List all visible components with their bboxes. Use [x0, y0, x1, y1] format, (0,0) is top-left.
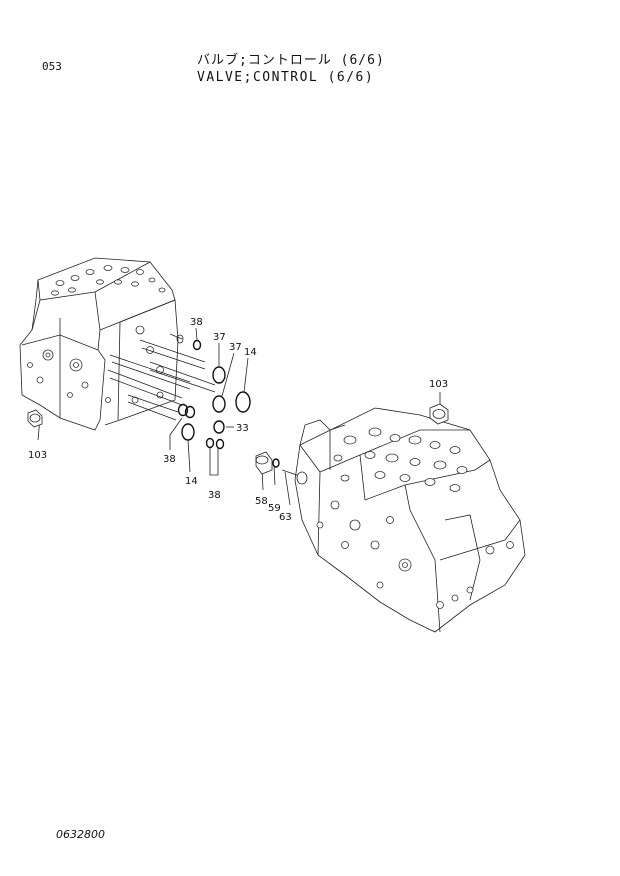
right-valve-block: [294, 407, 526, 633]
spool-rods: [107, 333, 216, 421]
bolt-103-left: [27, 409, 43, 428]
leader-lines: [37, 327, 441, 506]
label-38-bottom: 38: [208, 490, 221, 501]
label-14-top: 14: [244, 347, 257, 358]
label-58: 58: [255, 496, 268, 507]
label-37-a: 37: [213, 332, 226, 343]
title-english: VALVE;CONTROL (6/6): [197, 70, 375, 85]
title-japanese: バルブ;コントロール (6/6): [197, 53, 385, 68]
seals-and-orings: [177, 339, 251, 450]
label-14-bottom: 14: [185, 476, 198, 487]
plug-58: [255, 451, 273, 475]
label-37-b: 37: [229, 342, 242, 353]
label-33: 33: [236, 423, 249, 434]
label-103-right: 103: [429, 379, 448, 390]
label-59: 59: [268, 503, 281, 514]
label-38-left: 38: [163, 454, 176, 465]
part-63: [281, 469, 308, 485]
drawing-code: 0632800: [56, 828, 105, 841]
label-103-left: 103: [28, 450, 47, 461]
left-valve-block: [19, 257, 179, 431]
bolt-103-right: [429, 403, 449, 425]
part-labels: 38 37 37 14 33 38 14 38 103 103 58 59 63: [28, 317, 448, 523]
label-38-top: 38: [190, 317, 203, 328]
label-63: 63: [279, 512, 292, 523]
washer-59: [272, 458, 280, 468]
page-number: 053: [42, 60, 62, 73]
